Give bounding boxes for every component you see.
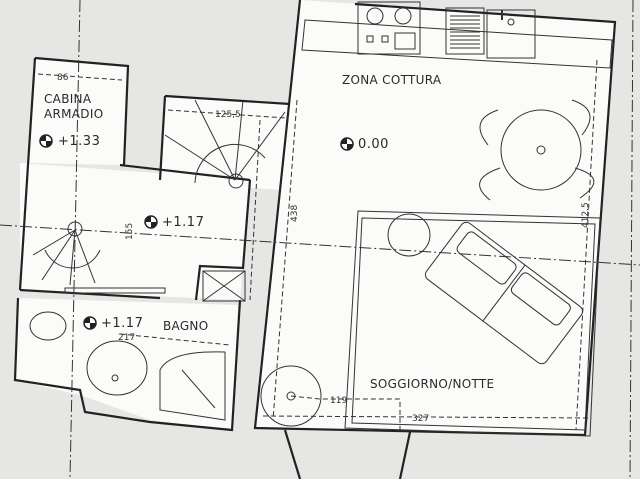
level-marker-cabina [39, 134, 53, 148]
dining-table [479, 99, 595, 201]
level-cottura: 0.00 [358, 137, 389, 152]
kitchen-counter [301, 1, 613, 69]
dim-cottura: 438 [290, 205, 300, 222]
level-marker-bagno [83, 316, 97, 330]
dim-landing: 155 [125, 223, 135, 240]
level-marker-landing [144, 215, 158, 229]
dim-stair: 125,5 [215, 110, 241, 120]
dim-soggiorno-width: 327 [412, 414, 429, 424]
shaft [202, 270, 246, 302]
lamp-icon [536, 145, 546, 155]
stove-burner-icon [366, 7, 384, 25]
sofa [424, 221, 584, 365]
level-bagno: +1.17 [101, 316, 143, 331]
dim-light: 119 [330, 396, 347, 406]
walls [13, 0, 617, 479]
bathroom-fixtures [29, 311, 231, 421]
label-zona-cottura: ZONA COTTURA [342, 73, 442, 87]
stairs-lower [32, 221, 166, 294]
sink-icon [486, 9, 536, 59]
label-cabina: CABINA [44, 92, 92, 106]
toilet-icon [29, 311, 67, 341]
floor-areas [15, 0, 615, 435]
stove-burner-icon [394, 7, 412, 25]
level-cabina: +1.33 [58, 134, 100, 149]
dim-bagno: 217 [118, 333, 135, 343]
sink-drainer-icon [445, 7, 485, 55]
stairs-upper [164, 99, 287, 301]
level-landing: +1.17 [162, 215, 204, 230]
dim-soggiorno-height: 412,5 [581, 202, 591, 228]
shower-icon [159, 351, 226, 421]
label-bagno: BAGNO [163, 319, 208, 333]
pendant-light [260, 365, 591, 430]
living-area [344, 210, 601, 437]
washbasin-icon [86, 340, 148, 396]
level-marker-cottura [340, 137, 354, 151]
label-soggiorno: SOGGIORNO/NOTTE [370, 377, 494, 391]
dim-cabina: 86 [57, 73, 69, 83]
label-armadio: ARMADIO [44, 107, 103, 121]
